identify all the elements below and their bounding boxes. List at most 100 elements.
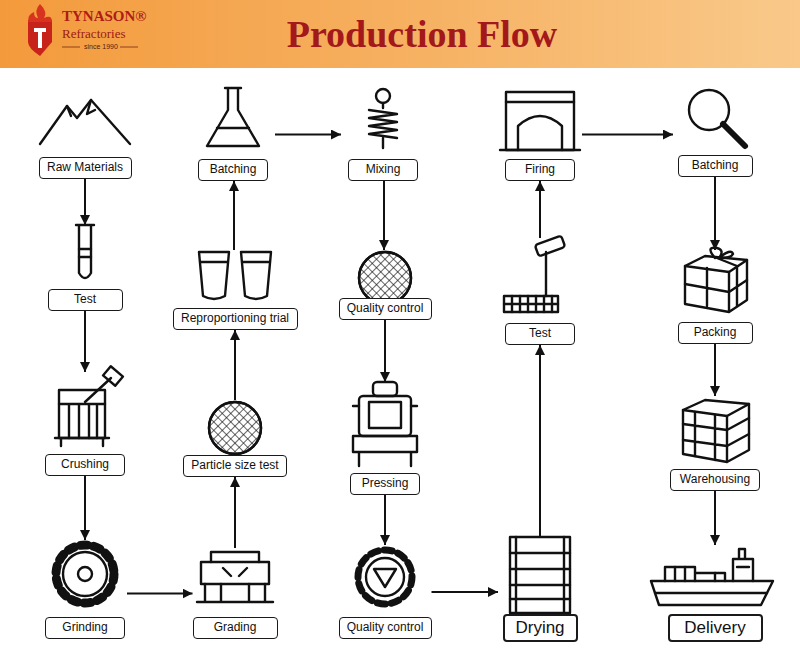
brand-subtitle: Refractories: [62, 26, 126, 42]
flow-arrow: [275, 134, 341, 136]
flow-arrow: [582, 134, 673, 136]
step-label: Mixing: [366, 163, 401, 177]
step-label: Quality control: [347, 302, 424, 316]
gear-icon: [56, 545, 114, 603]
step-label-box: Particle size test: [183, 455, 287, 477]
step-label: Grinding: [62, 621, 107, 635]
step-label: Pressing: [362, 477, 409, 491]
flow-arrow: [432, 591, 499, 593]
flow-arrow: [714, 177, 716, 250]
step-label-box: Warehousing: [670, 469, 760, 491]
process-step: Crushing: [43, 372, 127, 476]
process-step: Raw Materials: [39, 100, 132, 179]
process-step: Batching: [673, 88, 757, 177]
flow-arrow: [234, 477, 236, 548]
process-step: Grading: [193, 548, 278, 639]
grading-machine-icon: [197, 552, 273, 602]
flow-arrow: [539, 181, 541, 238]
flow-arrow: [714, 491, 716, 545]
flow-arrow: [127, 593, 193, 595]
sieve-icon: [359, 252, 411, 304]
process-step: Test: [498, 238, 582, 345]
process-step: Batching: [191, 88, 275, 181]
process-step: Quality control: [339, 545, 432, 639]
step-label: Batching: [210, 163, 257, 177]
flow-arrow: [234, 330, 236, 400]
step-label-box: Delivery: [668, 614, 763, 642]
step-label: Grading: [214, 621, 257, 635]
process-step: Warehousing: [670, 396, 760, 491]
process-step: Mixing: [341, 88, 425, 181]
flask-icon: [207, 88, 259, 146]
step-label-box: Test: [505, 323, 575, 345]
step-label-box: Quality control: [339, 298, 432, 320]
process-step: Grinding: [43, 540, 127, 639]
page-title: Production Flow: [287, 12, 558, 56]
flow-arrow: [233, 181, 235, 250]
step-label-box: Pressing: [350, 473, 420, 495]
process-step: Delivery: [668, 545, 763, 642]
process-step: Particle size test: [183, 400, 287, 477]
sieve-icon: [209, 402, 261, 454]
flow-arrow: [714, 344, 716, 396]
step-label: Drying: [515, 618, 564, 638]
test-tube-icon: [76, 225, 94, 278]
scale-icon: [504, 236, 565, 312]
flow-arrow: [539, 345, 541, 537]
magnifier-icon: [689, 90, 745, 146]
process-step: Pressing: [343, 382, 427, 495]
step-label-box: Drying: [503, 614, 578, 642]
step-label: Quality control: [347, 621, 424, 635]
step-label: Test: [74, 293, 96, 307]
step-label-box: Test: [48, 289, 123, 311]
crusher-icon: [55, 366, 123, 446]
flow-arrow: [84, 476, 86, 540]
flow-arrow: [384, 320, 386, 382]
kiln-icon: [500, 92, 580, 150]
process-step: Drying: [498, 537, 582, 642]
step-label: Test: [529, 327, 551, 341]
process-step: Quality control: [339, 250, 432, 320]
step-label-box: Crushing: [45, 454, 125, 476]
step-label: Batching: [692, 159, 739, 173]
flow-arrow: [383, 181, 385, 250]
gift-box-icon: [685, 248, 747, 312]
logo-rule: [120, 47, 138, 48]
step-label: Firing: [525, 163, 555, 177]
step-label-box: Grading: [193, 617, 278, 639]
press-machine-icon: [353, 382, 417, 466]
process-step: Reproportioning trial: [173, 250, 298, 330]
step-label-box: Packing: [678, 322, 753, 344]
spring-mixer-icon: [369, 89, 397, 148]
drying-rack-icon: [510, 537, 570, 613]
process-step: Test: [43, 225, 127, 311]
step-label-box: Batching: [678, 155, 753, 177]
cargo-ship-icon: [651, 549, 773, 605]
step-label-box: Batching: [198, 159, 268, 181]
step-label: Packing: [694, 326, 737, 340]
flow-arrow: [84, 179, 86, 225]
step-label-box: Reproportioning trial: [173, 308, 298, 330]
brand-since: since 1990: [84, 43, 118, 50]
step-label: Particle size test: [191, 459, 278, 473]
step-label-box: Grinding: [45, 617, 125, 639]
logo-flame: [28, 4, 52, 56]
crate-icon: [683, 400, 749, 462]
beakers-icon: [199, 252, 271, 299]
step-label: Crushing: [61, 458, 109, 472]
step-label: Raw Materials: [47, 161, 123, 175]
quality-badge-icon: [358, 550, 412, 604]
process-step: Packing: [673, 250, 757, 344]
step-label-box: Raw Materials: [39, 157, 132, 179]
step-label-box: Mixing: [348, 159, 418, 181]
flow-arrow: [384, 495, 386, 545]
step-label: Warehousing: [680, 473, 750, 487]
logo-rule: [62, 47, 80, 48]
mountain-icon: [40, 100, 130, 144]
step-label-box: Quality control: [339, 617, 432, 639]
step-label-box: Firing: [505, 159, 575, 181]
brand-name: TYNASON®: [62, 8, 147, 25]
step-label: Delivery: [684, 618, 745, 638]
process-step: Firing: [498, 92, 582, 181]
